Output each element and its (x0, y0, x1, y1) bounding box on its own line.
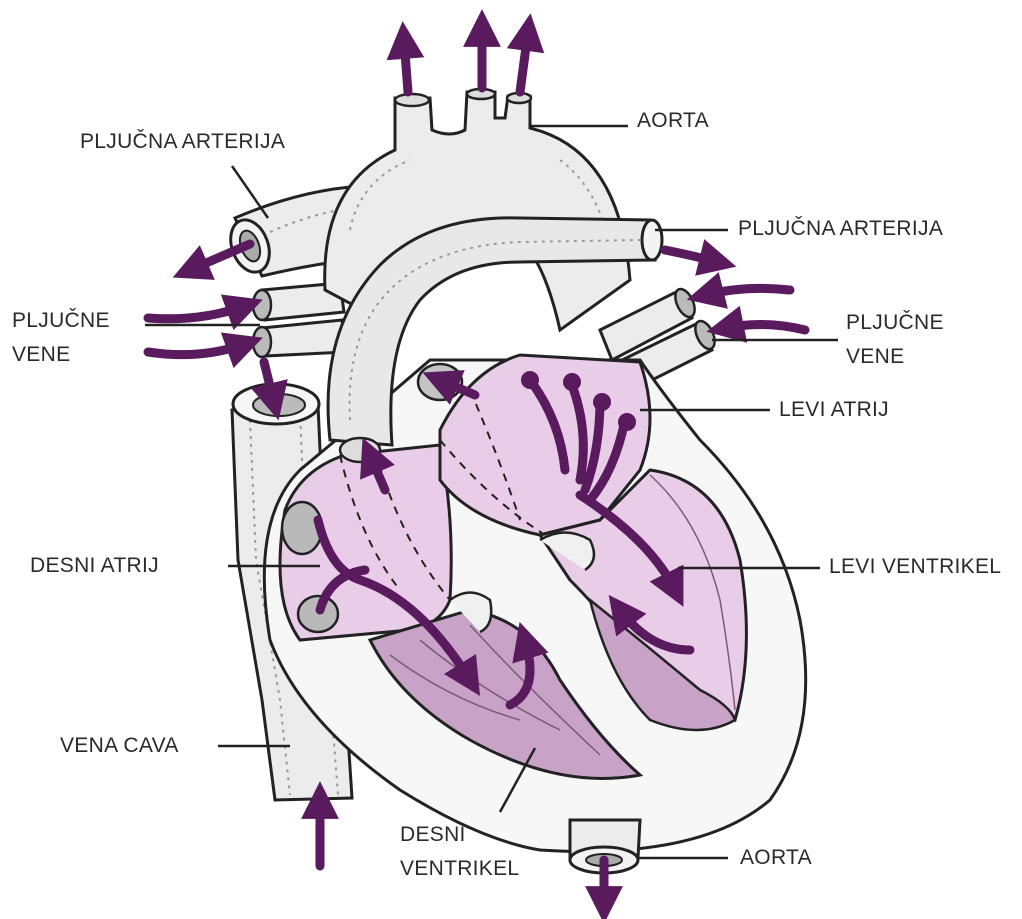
arrow-pulm-artery-right (665, 250, 718, 262)
arrow-aorta-up-1 (404, 40, 408, 92)
arrow-pulm-vein-left-1 (148, 306, 245, 319)
label-pulmonary-veins-right-line2: VENE (846, 340, 944, 374)
label-aorta-top: AORTA (637, 104, 709, 138)
label-right-ventricle: DESNI VENTRIKEL (400, 818, 519, 886)
leader-pulm-artery-left (232, 166, 268, 218)
arrow-aorta-up-3 (520, 32, 528, 92)
label-left-atrium: LEVI ATRIJ (779, 393, 889, 427)
label-aorta-bottom: AORTA (740, 841, 812, 875)
label-right-atrium: DESNI ATRIJ (30, 549, 159, 583)
label-pulmonary-veins-left-line1: PLJUČNE (12, 304, 110, 338)
label-right-ventricle-line2: VENTRIKEL (400, 852, 519, 886)
label-pulmonary-artery-right: PLJUČNA ARTERIJA (738, 212, 943, 246)
arrow-pulm-vein-left-2 (148, 344, 245, 355)
label-vena-cava: VENA CAVA (60, 729, 179, 763)
arrow-pulm-vein-right-2 (725, 324, 805, 330)
label-right-ventricle-line1: DESNI (400, 818, 519, 852)
label-left-ventricle: LEVI VENTRIKEL (829, 550, 1001, 584)
arrow-pulm-vein-right-1 (705, 288, 790, 295)
label-pulmonary-veins-left-line2: VENE (12, 338, 110, 372)
label-pulmonary-veins-right-line1: PLJUČNE (846, 306, 944, 340)
label-pulmonary-veins-right: PLJUČNE VENE (846, 306, 944, 374)
label-pulmonary-artery-left: PLJUČNA ARTERIJA (80, 125, 285, 159)
label-pulmonary-veins-left: PLJUČNE VENE (12, 304, 110, 372)
